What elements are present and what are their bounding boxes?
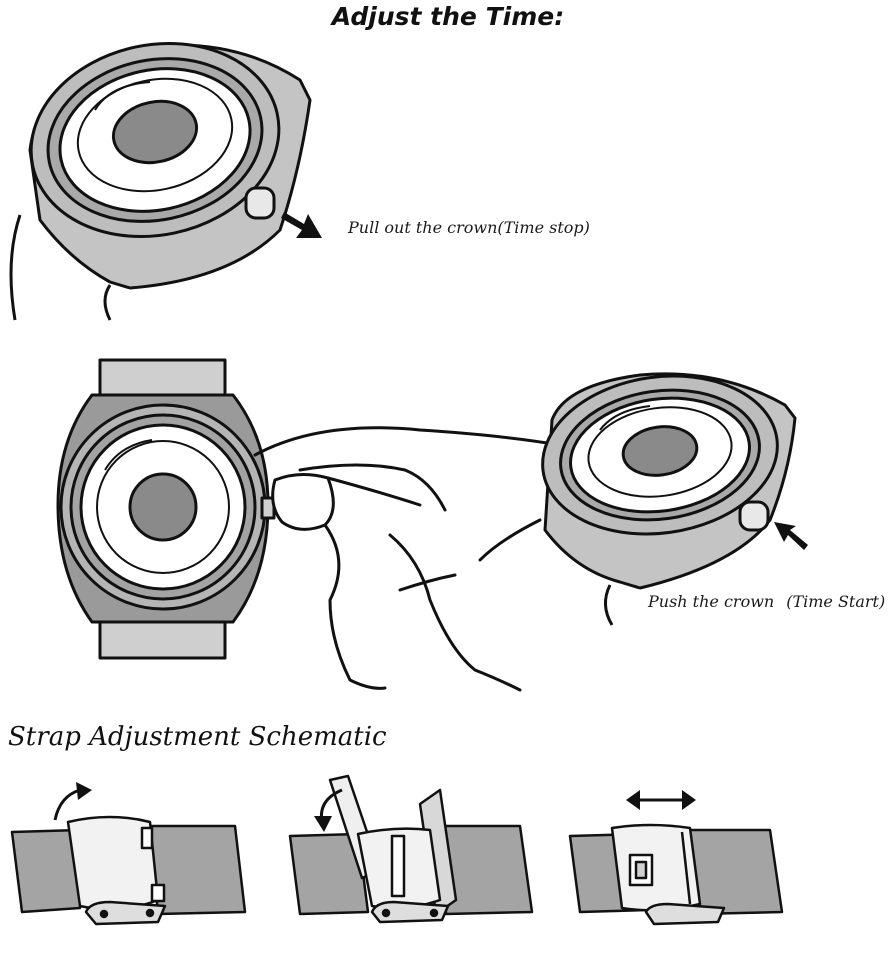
push-crown-label: Push the crown (Time Start) xyxy=(648,592,885,611)
watch-push-crown-illustration xyxy=(541,372,808,626)
hand-illustration xyxy=(253,426,562,692)
watch-front-illustration xyxy=(56,358,276,660)
strap-schematic-slide xyxy=(568,790,784,926)
push-crown-text: Push the crown xyxy=(648,592,775,611)
strap-schematic-open xyxy=(288,774,534,924)
pull-crown-label: Pull out the crown(Time stop) xyxy=(348,218,590,237)
watch-pull-crown-illustration xyxy=(9,42,322,321)
time-start-text: (Time Start) xyxy=(786,592,886,611)
page-title: Adjust the Time: xyxy=(331,2,565,31)
strap-adjustment-heading: Strap Adjustment Schematic xyxy=(8,722,387,752)
strap-schematic-closed xyxy=(10,782,247,926)
